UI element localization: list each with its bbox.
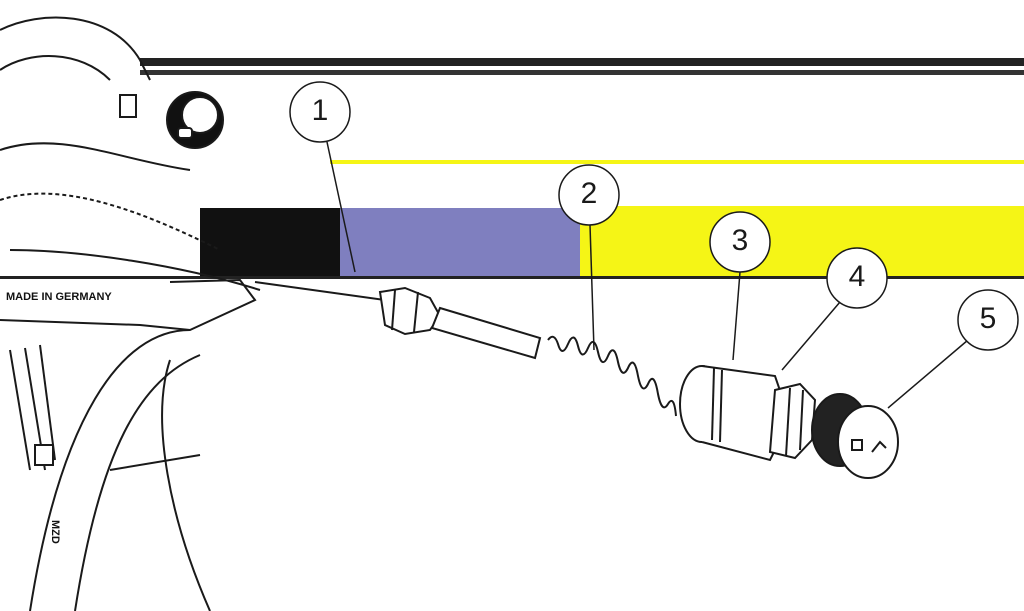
callout-label-5: 5: [980, 302, 997, 335]
callout-circle-5: [957, 289, 1019, 351]
callout-label-4: 4: [849, 260, 866, 293]
callout-3: 3: [709, 211, 771, 361]
brand-marking: MZD: [49, 520, 61, 544]
callout-circle-2: [558, 164, 620, 226]
leader-line-4: [781, 301, 841, 371]
callout-5: 5: [887, 289, 1019, 409]
part-1-stem: [254, 281, 542, 360]
glitch-band-black: [200, 208, 340, 276]
leader-line-5: [887, 339, 969, 409]
spray-gun-body: [0, 16, 261, 611]
part-4-nut: [768, 382, 817, 460]
glitch-bands: [0, 58, 1024, 279]
glitch-band-dark-top-2: [140, 70, 1024, 75]
hose-lines: [9, 344, 56, 471]
callout-label-1: 1: [312, 94, 329, 127]
part-5-knob: [811, 393, 899, 479]
glitch-band-yellow-thin: [330, 160, 1024, 164]
glitch-band-dark-line: [0, 276, 1024, 279]
callout-label-2: 2: [581, 177, 598, 210]
handle-marking: MADE IN GERMANY: [6, 291, 112, 303]
glitch-band-yellow: [580, 206, 1024, 278]
callout-4: 4: [781, 247, 888, 371]
leader-line-1: [326, 141, 356, 273]
leader-line-2: [589, 224, 595, 351]
callout-2: 2: [558, 164, 620, 351]
part-2-spring: [547, 335, 677, 417]
callout-circle-1: [289, 81, 351, 143]
callout-circle-3: [709, 211, 771, 273]
callouts: 1 2 3 4 5: [289, 81, 1019, 409]
glitch-band-dark-top: [140, 58, 1024, 66]
callout-circle-4: [826, 247, 888, 309]
leader-line-3: [732, 271, 741, 361]
callout-1: 1: [289, 81, 356, 273]
callout-label-3: 3: [732, 224, 749, 257]
